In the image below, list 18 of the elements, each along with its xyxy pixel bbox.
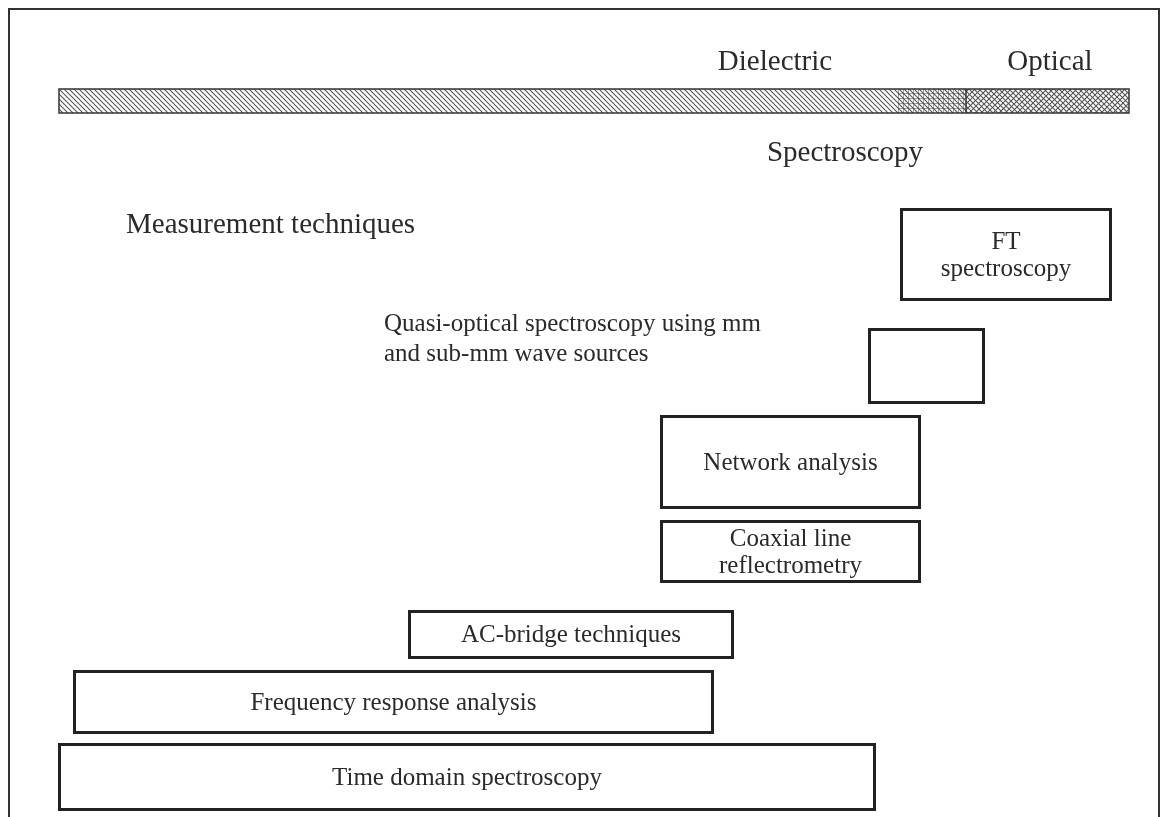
technique-label: Time domain spectroscopy [331, 763, 603, 791]
technique-box [660, 415, 921, 509]
section-heading: Measurement techniques [126, 206, 417, 241]
technique-box [900, 208, 1112, 301]
technique-label: Coaxial line reflectrometry [718, 525, 863, 578]
technique-box [660, 520, 921, 583]
technique-box [73, 670, 714, 734]
technique-caption: Quasi-optical spectroscopy using mm and sub-mm wave sources [384, 308, 762, 368]
band-label: Optical [1006, 43, 1094, 78]
empty-box [868, 328, 985, 404]
technique-box [58, 743, 876, 811]
band-label: Spectroscopy [765, 134, 925, 169]
technique-label: Network analysis [702, 448, 879, 476]
band-label: Dielectric [716, 43, 834, 78]
technique-label: Frequency response analysis [249, 688, 538, 716]
technique-box [408, 610, 734, 659]
technique-label: FT spectroscopy [939, 228, 1073, 281]
technique-label: AC-bridge techniques [459, 621, 683, 648]
